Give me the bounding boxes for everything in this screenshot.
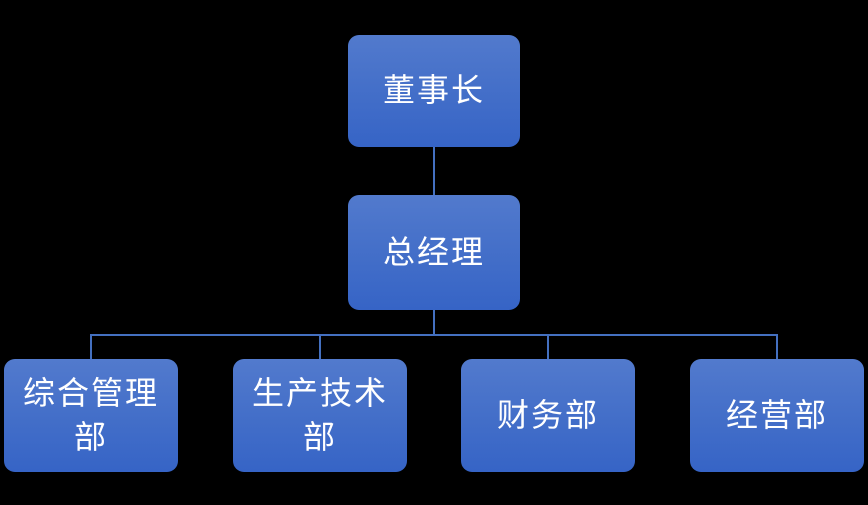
node-chairman[interactable]: 董事长 bbox=[348, 35, 520, 147]
node-dept-production-label: 生产技术部 bbox=[251, 375, 388, 455]
node-general-manager-label: 总经理 bbox=[382, 233, 485, 270]
node-dept-admin[interactable]: 综合管理部 bbox=[4, 359, 178, 472]
connector-drop-dept-admin bbox=[90, 334, 92, 359]
node-chairman-label: 董事长 bbox=[382, 72, 485, 109]
node-dept-business-label: 经营部 bbox=[725, 396, 828, 433]
node-dept-finance[interactable]: 财务部 bbox=[461, 359, 635, 472]
node-dept-admin-label: 综合管理部 bbox=[22, 375, 159, 455]
connector-horizontal-bus bbox=[90, 334, 778, 336]
connector-drop-dept-business bbox=[776, 334, 778, 359]
connector-chairman-to-gm bbox=[433, 147, 435, 195]
connector-gm-stub bbox=[433, 310, 435, 336]
node-dept-production[interactable]: 生产技术部 bbox=[233, 359, 407, 472]
connector-drop-dept-production bbox=[319, 334, 321, 359]
node-dept-finance-label: 财务部 bbox=[496, 396, 599, 433]
connector-drop-dept-finance bbox=[547, 334, 549, 359]
node-dept-business[interactable]: 经营部 bbox=[690, 359, 864, 472]
node-general-manager[interactable]: 总经理 bbox=[348, 195, 520, 310]
